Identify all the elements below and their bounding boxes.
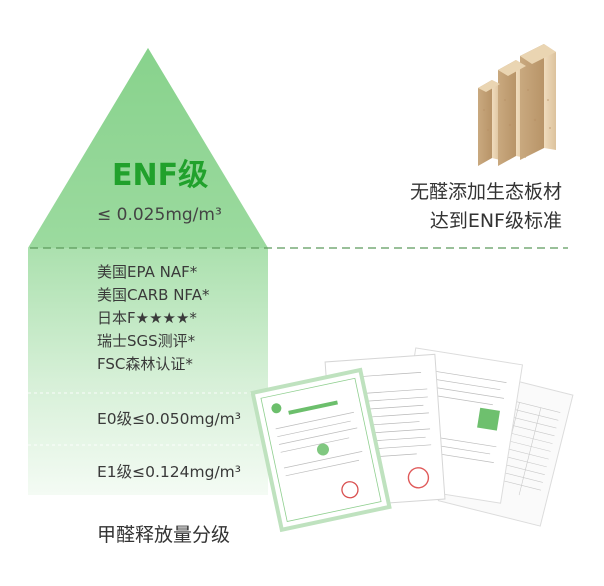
wood-boards-icon xyxy=(478,44,556,166)
standard-item: FSC森林认证* xyxy=(97,355,193,373)
e0-level-label: E0级≤0.050mg/m³ xyxy=(97,410,241,428)
pyramid-caption: 甲醛释放量分级 xyxy=(97,524,231,546)
feature-text-block: 无醛添加生态板材 达到ENF级标准 xyxy=(410,178,562,236)
certification-standards-list: 美国EPA NAF* 美国CARB NFA* 日本F★★★★* 瑞士SGS测评*… xyxy=(97,261,209,376)
enf-level-title: ENF级 xyxy=(112,158,209,193)
e1-level-label: E1级≤0.124mg/m³ xyxy=(97,463,241,481)
certificate-documents-icon xyxy=(250,347,574,533)
pyramid-tip xyxy=(28,48,268,248)
standard-item: 美国EPA NAF* xyxy=(97,263,198,281)
standard-item: 日本F★★★★* xyxy=(97,309,197,327)
feature-line-2: 达到ENF级标准 xyxy=(429,210,562,232)
feature-line-1: 无醛添加生态板材 xyxy=(409,181,562,203)
standard-item: 瑞士SGS测评* xyxy=(97,332,196,350)
standard-item: 美国CARB NFA* xyxy=(97,286,210,304)
enf-level-limit: ≤ 0.025mg/m³ xyxy=(97,205,222,225)
